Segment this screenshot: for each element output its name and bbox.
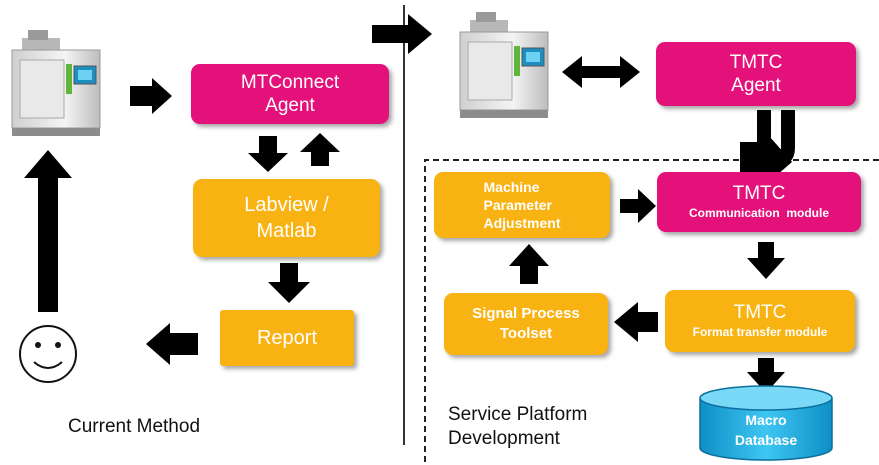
tmtc-comm-title: TMTC [732, 183, 786, 204]
arrow-left-icon [614, 302, 658, 342]
arrow-right-icon [372, 14, 432, 54]
tmtc-agent-box: TMTC Agent [656, 42, 856, 106]
arrow-right-icon [130, 78, 172, 114]
labview-matlab-label: Labview / Matlab [244, 194, 329, 242]
report-box: Report [220, 310, 354, 366]
arrow-down-icon [747, 358, 785, 393]
tmtc-comm-subtitle: Communication module [688, 206, 829, 220]
signal-process-toolset-box: Signal Process Toolset [444, 293, 608, 355]
service-platform-caption: Service Platform Development [448, 404, 588, 449]
macro-database-cylinder [699, 385, 833, 461]
mtconnect-agent-box: MTConnect Agent [191, 64, 389, 124]
cnc-machine-icon [11, 30, 101, 136]
user-face-icon [19, 325, 77, 383]
tmtc-format-title: TMTC [733, 302, 787, 323]
macro-database-label: Macro Database [734, 412, 798, 448]
signal-process-label: Signal Process Toolset [472, 305, 580, 342]
report-label: Report [256, 326, 318, 349]
service-platform-frame [424, 159, 879, 462]
tmtc-format-transfer-module-box: TMTC Format transfer module [665, 290, 855, 352]
machine-parameter-label: Machine Parameter Adjustment [483, 179, 561, 231]
tmtc-communication-module-box: TMTC Communication module [657, 172, 861, 232]
arrow-down-icon [747, 242, 785, 279]
arrow-up-icon [300, 133, 340, 166]
labview-matlab-box: Labview / Matlab [193, 179, 380, 257]
arrow-up-icon [24, 150, 72, 312]
tmtc-agent-label: TMTC Agent [729, 52, 783, 96]
machine-parameter-adjustment-box: Machine Parameter Adjustment [434, 172, 610, 238]
arrow-right-icon [620, 189, 656, 223]
arrow-left-icon [146, 323, 198, 365]
double-arrow-icon [562, 56, 640, 88]
current-method-caption: Current Method [68, 416, 201, 437]
arrow-down-icon [248, 136, 288, 172]
tmtc-format-subtitle: Format transfer module [692, 325, 828, 339]
arrow-down-icon [268, 263, 310, 303]
arrow-up-icon [509, 244, 549, 284]
cnc-machine-icon [459, 12, 549, 118]
mtconnect-agent-label: MTConnect Agent [240, 72, 340, 116]
